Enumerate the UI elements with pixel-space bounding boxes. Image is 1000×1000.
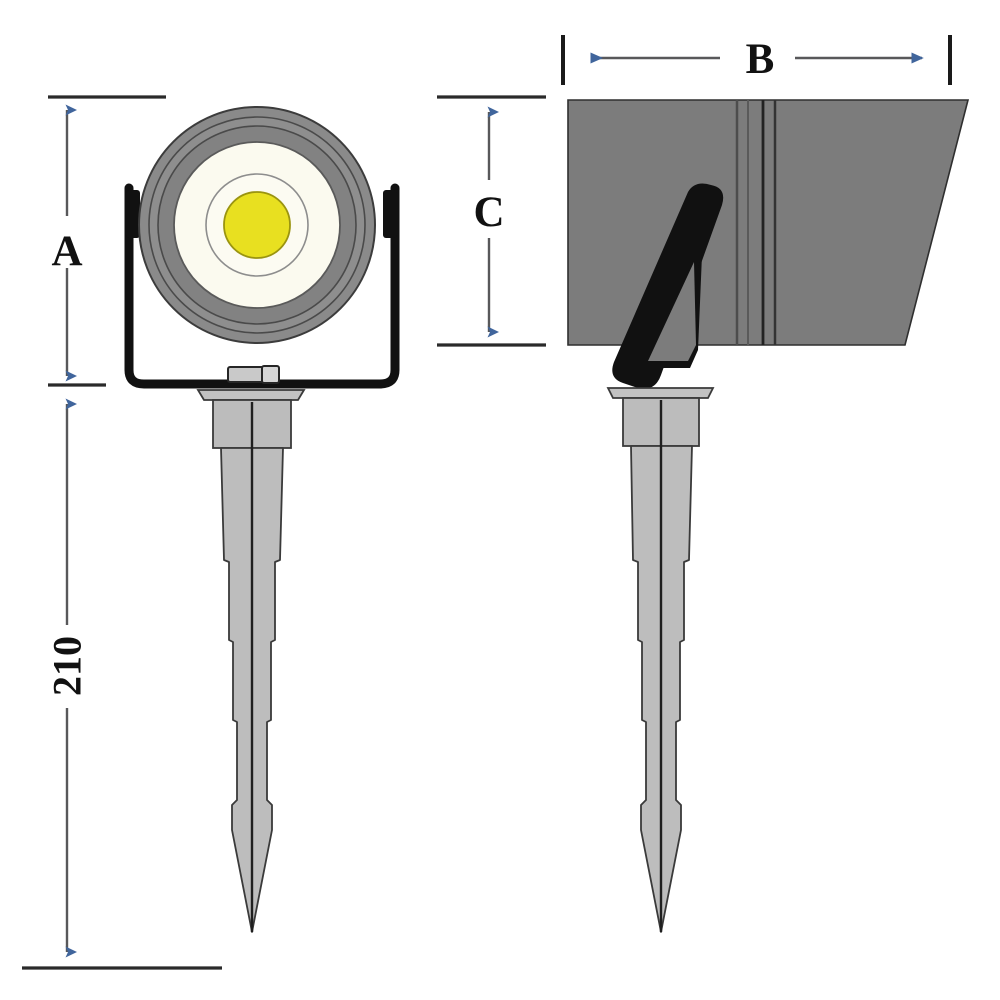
spike-flange-plate [196, 389, 306, 401]
led-chip [223, 191, 291, 259]
front-ground-spike [196, 389, 306, 933]
side-view-extension-lines [437, 95, 546, 347]
body-trapezoid [567, 99, 970, 346]
side-spike-flange-plate [606, 387, 715, 399]
side-view: B C [437, 35, 970, 933]
dimension-210: 210 [45, 398, 90, 958]
front-mounting-yoke [124, 183, 400, 389]
yoke-right-pivot [383, 190, 397, 238]
dimension-c: C [473, 106, 505, 338]
front-view: A 210 [22, 95, 400, 970]
front-view-extension-lines [22, 95, 222, 970]
mounting-arm-slot [648, 262, 696, 361]
front-yoke-bolt [227, 365, 280, 384]
yoke-u-frame [124, 183, 400, 389]
dimension-c-label: C [473, 189, 504, 236]
front-lamp-head [138, 106, 376, 344]
dimension-a: A [51, 104, 83, 382]
side-ground-spike [606, 387, 715, 933]
dimension-210-label: 210 [45, 636, 90, 696]
dimension-b-label: B [746, 36, 775, 83]
side-luminaire-body [567, 99, 970, 346]
yoke-left-pivot [126, 190, 140, 238]
bolt-nut [261, 365, 280, 384]
side-mounting-arm [612, 183, 724, 389]
mounting-arm-body [612, 183, 724, 389]
dimension-a-label: A [51, 228, 82, 275]
dimension-b: B [561, 35, 952, 85]
body-seam-lines [735, 100, 777, 345]
